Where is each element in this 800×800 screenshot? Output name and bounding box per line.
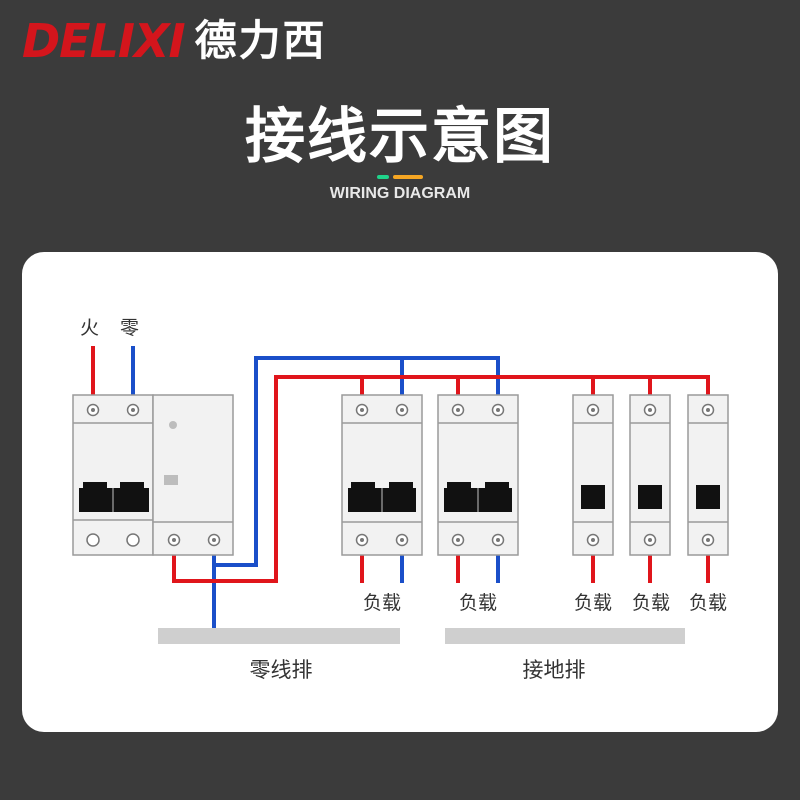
rcd-terminal-neutral-out [207, 533, 221, 547]
load-label-2: 负载 [459, 592, 497, 614]
brand-logo-en: DELIXI [22, 14, 186, 68]
load-label-1: 负载 [363, 592, 401, 614]
load-label-3: 负载 [574, 592, 612, 614]
brand-logo: DELIXI 德力西 [22, 18, 327, 64]
accent-bar-orange [393, 175, 423, 179]
main-breaker-terminal-neutral-in [126, 403, 140, 417]
main-breaker-terminal-live-in [86, 403, 100, 417]
load-label-4: 负载 [632, 592, 670, 614]
load-label-5: 负载 [689, 592, 727, 614]
page-subtitle: WIRING DIAGRAM [329, 185, 471, 202]
live-input-label: 火 [80, 317, 99, 339]
neutral-input-label: 零 [120, 317, 139, 339]
brand-logo-cn: 德力西 [194, 16, 327, 65]
neutral-bus-wire [212, 356, 500, 567]
neutral-bar [158, 628, 400, 644]
branch-breaker-1p-1 [572, 394, 614, 556]
page-title: 接线示意图 [245, 102, 555, 172]
branch-breaker-2p-2 [437, 394, 519, 556]
branch-breaker-2p-1 [341, 394, 423, 556]
main-breaker [72, 394, 154, 556]
branch-breaker-1p-3 [687, 394, 729, 556]
live-bus-wire [172, 375, 710, 583]
rcd-terminal-live-out [167, 533, 181, 547]
rcd-module [152, 394, 234, 556]
ground-bar [445, 628, 685, 644]
ground-bar-label: 接地排 [523, 658, 586, 682]
branch-breaker-1p-2 [629, 394, 671, 556]
neutral-bar-label: 零线排 [250, 658, 313, 682]
accent-bar-green [377, 175, 389, 179]
